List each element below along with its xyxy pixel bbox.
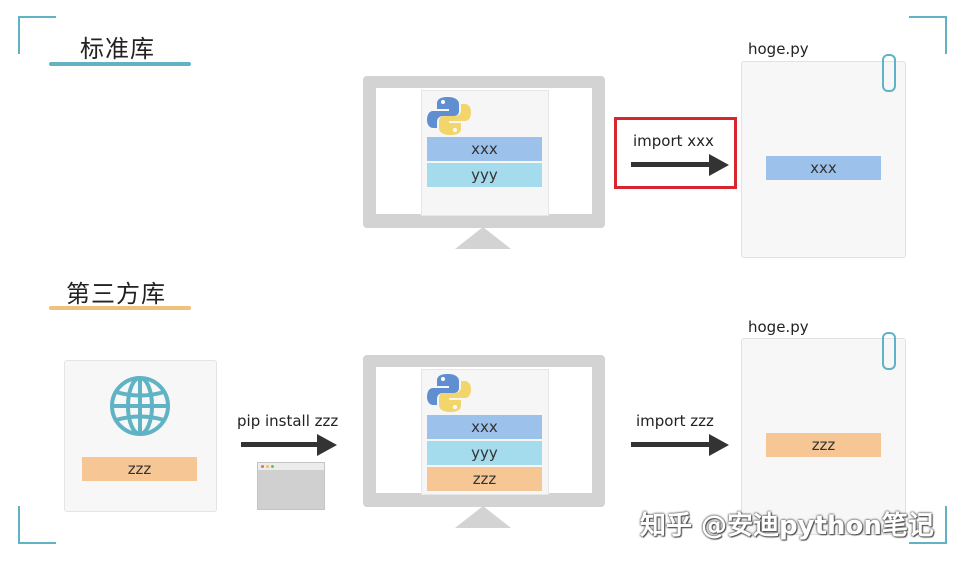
browser-dot-green bbox=[271, 465, 274, 468]
file-module-bar-xxx: xxx bbox=[766, 156, 881, 180]
module-panel: xxx yyy zzz bbox=[421, 369, 549, 495]
arrow-right-icon bbox=[631, 162, 711, 167]
monitor-stand bbox=[455, 506, 511, 528]
third-party-section-title: 第三方库 bbox=[66, 280, 166, 308]
arrow-right-icon bbox=[631, 442, 711, 447]
monitor-screen: xxx yyy bbox=[376, 88, 592, 216]
monitor-stand bbox=[455, 227, 511, 249]
source-module-bar-zzz: zzz bbox=[82, 457, 197, 481]
module-bar-zzz: zzz bbox=[427, 467, 542, 491]
arrow-right-icon-head bbox=[709, 434, 729, 456]
frame-corner-top-left bbox=[18, 16, 56, 54]
globe-icon bbox=[110, 376, 170, 436]
standard-section-title: 标准库 bbox=[80, 35, 155, 63]
hoge-py-document: xxx bbox=[741, 61, 906, 258]
module-bar-xxx: xxx bbox=[427, 415, 542, 439]
python-logo-icon bbox=[427, 97, 471, 135]
python-logo-icon bbox=[427, 374, 471, 412]
hoge-py-document: zzz bbox=[741, 338, 906, 535]
browser-title-bar bbox=[258, 463, 324, 470]
third-party-monitor: xxx yyy zzz bbox=[363, 355, 605, 507]
watermark-text: 知乎 @安迪python笔记 bbox=[640, 511, 934, 541]
web-source-card: zzz bbox=[64, 360, 217, 512]
module-bar-yyy: yyy bbox=[427, 441, 542, 465]
module-panel: xxx yyy bbox=[421, 90, 549, 216]
monitor-screen: xxx yyy zzz bbox=[376, 367, 592, 495]
import-highlight-box bbox=[614, 117, 737, 189]
browser-dot-yellow bbox=[266, 465, 269, 468]
file-name-label: hoge.py bbox=[748, 40, 809, 58]
arrow-right-icon bbox=[241, 442, 319, 447]
import-zzz-label: import zzz bbox=[636, 412, 714, 430]
browser-window-icon bbox=[257, 462, 325, 510]
file-module-bar-zzz: zzz bbox=[766, 433, 881, 457]
frame-corner-top-right bbox=[909, 16, 947, 54]
module-bar-xxx: xxx bbox=[427, 137, 542, 161]
pip-install-label: pip install zzz bbox=[237, 412, 339, 430]
paperclip-icon bbox=[882, 54, 896, 92]
standard-title-underline bbox=[49, 62, 191, 66]
import-xxx-label: import xxx bbox=[633, 132, 714, 150]
module-bar-yyy: yyy bbox=[427, 163, 542, 187]
arrow-right-icon-head bbox=[709, 154, 729, 176]
browser-dot-red bbox=[261, 465, 264, 468]
frame-corner-bottom-left bbox=[18, 506, 56, 544]
third-party-title-underline bbox=[49, 306, 191, 310]
paperclip-icon bbox=[882, 332, 896, 370]
frame-corner-bottom-right bbox=[909, 506, 947, 544]
arrow-right-icon-head bbox=[317, 434, 337, 456]
standard-monitor: xxx yyy bbox=[363, 76, 605, 228]
file-name-label: hoge.py bbox=[748, 318, 809, 336]
